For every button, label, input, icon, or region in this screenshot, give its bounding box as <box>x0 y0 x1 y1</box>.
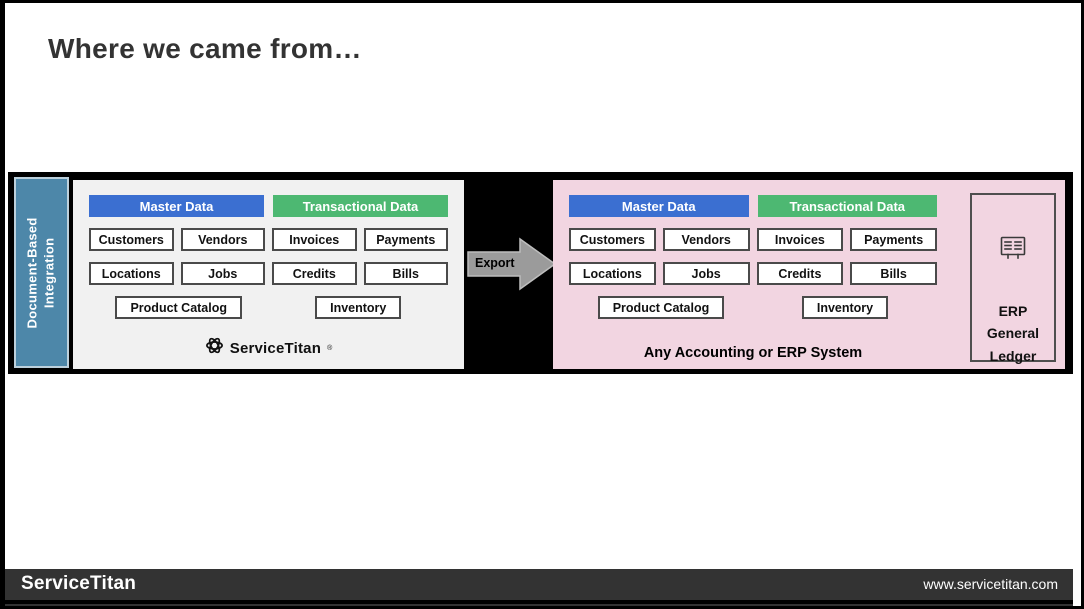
erp-label-line2: General <box>986 325 1040 342</box>
box-customers: Customers <box>89 228 174 251</box>
master-data-header: Master Data <box>89 195 264 217</box>
box-bills: Bills <box>363 262 448 285</box>
data-box-row: Customers Vendors Invoices Payments <box>73 217 464 251</box>
box-vendors: Vendors <box>180 228 265 251</box>
erp-panel-content: Master Data Transactional Data Customers… <box>553 180 953 369</box>
box-product-catalog: Product Catalog <box>597 296 725 319</box>
data-box-row: Customers Vendors Invoices Payments <box>553 217 953 251</box>
footer-servicetitan-logo: ServiceTitan <box>21 573 137 594</box>
diagram-band: Document-Based Integration Master Data T… <box>8 172 1073 374</box>
data-box-row: Locations Jobs Credits Bills <box>553 251 953 285</box>
box-jobs: Jobs <box>662 262 750 285</box>
side-tab-line1: Document-Based <box>24 216 40 329</box>
box-bills: Bills <box>850 262 937 285</box>
erp-system-panel: Master Data Transactional Data Customers… <box>553 180 1065 369</box>
document-based-integration-tab: Document-Based Integration <box>14 177 69 368</box>
transactional-data-header: Transactional Data <box>757 195 937 217</box>
footer-bar: ServiceTitan www.servicetitan.com <box>5 569 1073 606</box>
erp-label-line3: Ledger <box>989 347 1037 364</box>
servicetitan-wordmark: ServiceTitan <box>229 339 322 357</box>
export-arrow: Export <box>466 236 558 292</box>
box-inventory: Inventory <box>315 296 402 319</box>
box-payments: Payments <box>363 228 448 251</box>
ledger-icon <box>998 233 1028 266</box>
data-box-row: Product Catalog Inventory <box>73 285 464 319</box>
data-box-row: Locations Jobs Credits Bills <box>73 251 464 285</box>
servicetitan-knot-icon <box>205 336 224 360</box>
box-credits: Credits <box>272 262 357 285</box>
footer-url: www.servicetitan.com <box>923 576 1058 592</box>
transactional-data-header: Transactional Data <box>273 195 448 217</box>
box-customers: Customers <box>569 228 656 251</box>
erp-general-ledger-label: ERP General Ledger <box>987 300 1039 367</box>
side-tab-label: Document-Based Integration <box>25 217 59 328</box>
box-payments: Payments <box>850 228 937 251</box>
master-data-header: Master Data <box>569 195 749 217</box>
box-product-catalog: Product Catalog <box>115 296 243 319</box>
box-invoices: Invoices <box>756 228 844 251</box>
box-locations: Locations <box>89 262 174 285</box>
erp-label-line1: ERP <box>998 303 1028 319</box>
erp-general-ledger-box: ERP General Ledger <box>970 193 1056 364</box>
box-locations: Locations <box>569 262 656 285</box>
box-inventory: Inventory <box>801 296 889 319</box>
box-vendors: Vendors <box>662 228 750 251</box>
servicetitan-panel: Master Data Transactional Data Customers… <box>73 180 464 369</box>
header-row: Master Data Transactional Data <box>73 180 464 217</box>
side-tab-line2: Integration <box>41 237 57 308</box>
box-jobs: Jobs <box>180 262 265 285</box>
export-arrow-label: Export <box>475 256 515 270</box>
box-credits: Credits <box>756 262 844 285</box>
box-invoices: Invoices <box>272 228 357 251</box>
header-row: Master Data Transactional Data <box>553 180 953 217</box>
erp-panel-caption: Any Accounting or ERP System <box>643 345 863 361</box>
right-arrow-shape <box>467 237 557 291</box>
servicetitan-logo: ServiceTitan ® <box>73 336 464 360</box>
data-box-row: Product Catalog Inventory <box>553 285 953 319</box>
registered-mark: ® <box>327 344 333 352</box>
page-title: Where we came from… <box>48 33 362 64</box>
